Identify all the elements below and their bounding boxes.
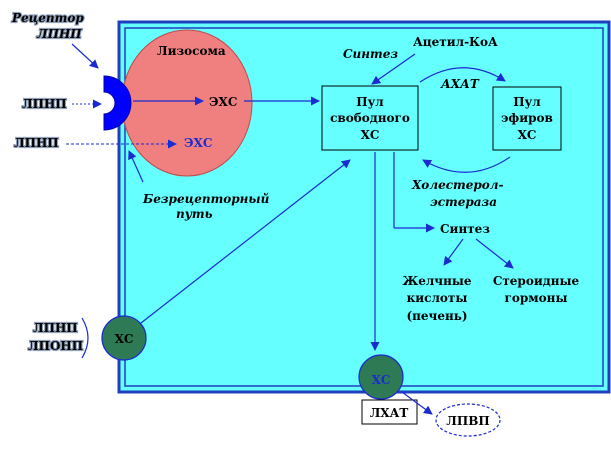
arrow-to-bile-acids (443, 238, 464, 266)
ldl-receptor-shape (103, 75, 132, 131)
left-bracket (81, 317, 89, 359)
receptor-label-line1: Рецептор (11, 11, 84, 25)
lpnp-left-label: ЛПНП (33, 321, 78, 335)
steroid-hormones-line1: Стероидные (493, 274, 580, 288)
cholesterol-esterase-line1: Холестерол- (411, 178, 504, 192)
xs-bottom-label: ХС (372, 373, 391, 387)
ldl-receptor-label: ЛПНП (22, 97, 67, 111)
bile-acids-line3: (печень) (406, 309, 467, 323)
xs-left-label: ХС (115, 332, 134, 346)
acat-label: АХАТ (440, 77, 480, 91)
arrow-xs-to-hdl (401, 391, 433, 415)
pool-esters-line1: Пул (513, 95, 541, 109)
xs-bottom-circle (358, 354, 404, 400)
hdl-label: ЛПВП (446, 414, 489, 428)
arrow-acat (419, 67, 506, 83)
ldl-free-label: ЛПНП (14, 136, 59, 150)
pool-esters-box (492, 86, 562, 151)
arrow-cholesterol-esterase (422, 156, 511, 173)
che-bottom-label: ЭХС (184, 136, 212, 150)
xs-left-circle (101, 315, 147, 361)
receptor-label-line2: ЛПНП (36, 27, 82, 41)
hdl-ellipse (435, 403, 501, 437)
bile-acids-line2: кислоты (407, 291, 468, 305)
lysosome-label: Лизосома (157, 44, 226, 58)
pool-esters-line2: эфиров (501, 111, 553, 125)
arrow-xs-left-to-pool (140, 159, 351, 324)
pool-free-line3: ХС (361, 128, 380, 142)
lcat-box (361, 399, 418, 425)
bile-acids-line1: Желчные (402, 274, 471, 288)
nonreceptor-label-line1: Безрецепторный (142, 192, 270, 206)
cholesterol-esterase-line2: эстераза (430, 195, 497, 209)
steroid-hormones-line2: гормоны (505, 291, 568, 305)
synthesis-bottom-label: Синтез (440, 222, 490, 236)
arrow-nonreceptor (128, 150, 144, 183)
pool-free-line1: Пул (356, 95, 384, 109)
nonreceptor-label-line2: путь (176, 207, 213, 221)
che-top-label: ЭХС (209, 95, 237, 109)
lponp-left-label: ЛПОНП (28, 339, 83, 353)
arrow-to-steroid-hormones (475, 238, 514, 269)
arrow-acetyl-to-pool (371, 53, 416, 85)
pool-free-line2: свободного (330, 111, 410, 125)
pool-free-cholesterol-box (321, 85, 419, 151)
acetyl-coa-label: Ацетил-КоА (413, 35, 498, 49)
pool-esters-line3: ХС (518, 128, 537, 142)
lcat-label: ЛХАТ (370, 406, 409, 420)
arrow-receptor-label (71, 43, 99, 69)
synthesis-top-label: Синтез (343, 47, 398, 61)
